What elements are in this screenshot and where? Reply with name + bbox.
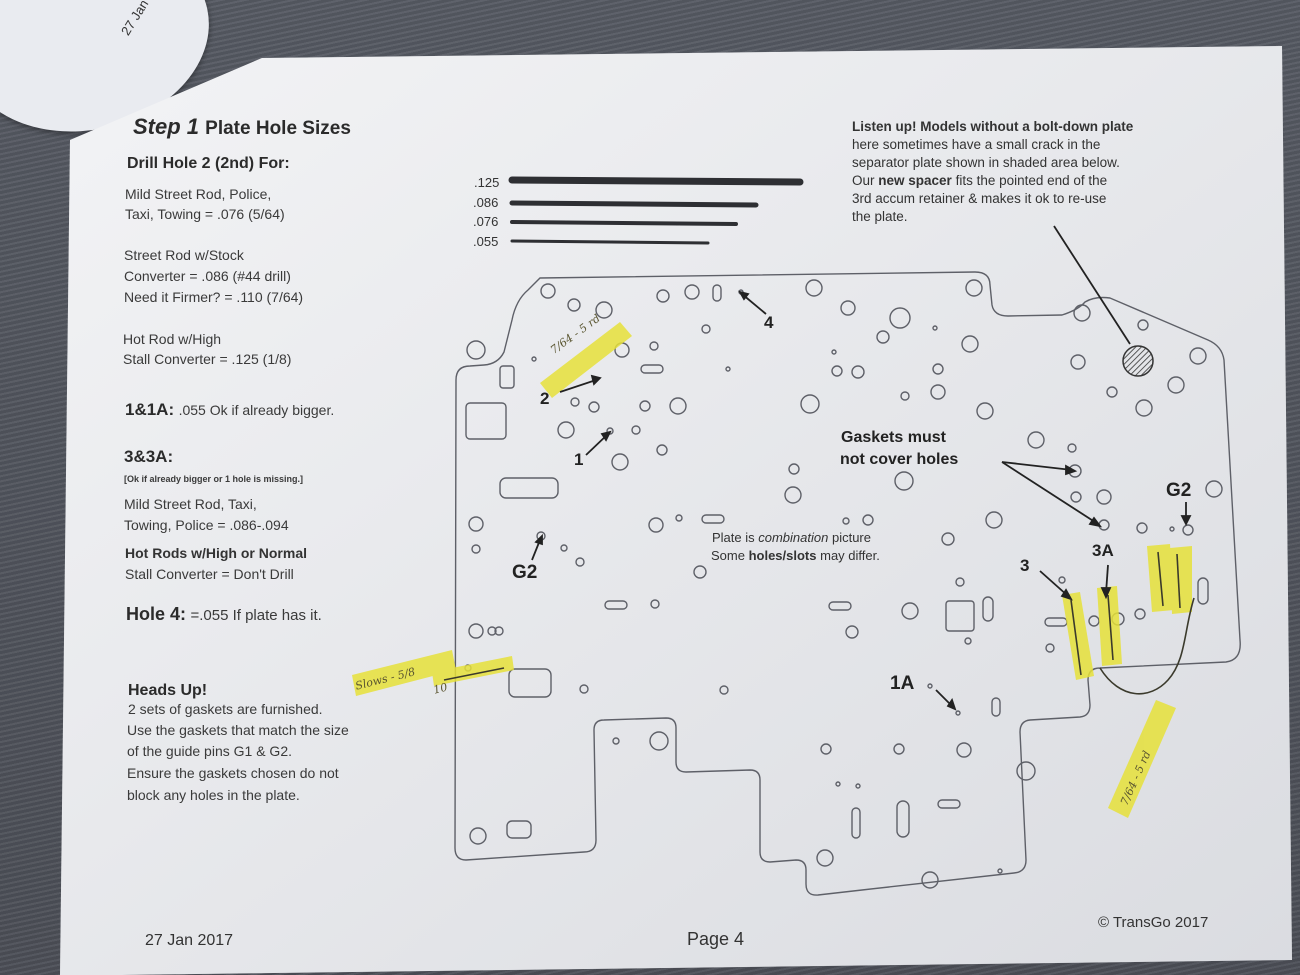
- combination-note-line2: Some holes/slots may differ.: [711, 548, 880, 563]
- hole-3-line1: Mild Street Rod, Taxi,: [124, 496, 257, 512]
- hot-rod-line2: Stall Converter = .125 (1/8): [123, 351, 292, 367]
- hole-4-label: Hole 4:: [126, 604, 187, 624]
- label-hole-2: 2: [540, 389, 550, 408]
- street-rod-line1: Street Rod w/Stock: [124, 247, 244, 263]
- plate-outline: [454, 271, 1241, 896]
- label-hole-1a: 1A: [890, 673, 915, 694]
- street-rod-line2: Converter = .086 (#44 drill): [124, 268, 291, 284]
- drill-rule-055: [510, 239, 710, 245]
- footer-page: Page 4: [687, 929, 745, 949]
- step-title: Plate Hole Sizes: [205, 118, 351, 139]
- hole-3-line3: Hot Rods w/High or Normal: [125, 545, 307, 561]
- mild-street-line1: Mild Street Rod, Police,: [125, 186, 272, 202]
- hole-3-note: [Ok if already bigger or 1 hole is missi…: [124, 474, 304, 484]
- crack-notice: Listen up! Models without a bolt-down pl…: [852, 118, 1212, 226]
- drill-rule-076: [510, 220, 738, 226]
- label-hole-4: 4: [764, 313, 774, 332]
- notice-line3: separator plate shown in shaded area bel…: [852, 155, 1120, 170]
- mild-street-line2: Taxi, Towing = .076 (5/64): [125, 206, 285, 222]
- notice-line6: the plate.: [852, 209, 908, 224]
- drill-rule-label-076: .076: [473, 214, 499, 229]
- drill-rule-086: [509, 200, 759, 208]
- notice-line4: Our new spacer fits the pointed end of t…: [852, 173, 1108, 188]
- heads-up-line3: of the guide pins G1 & G2.: [127, 743, 292, 759]
- heads-up-title: Heads Up!: [128, 682, 208, 699]
- heads-up-line5: block any holes in the plate.: [127, 787, 300, 803]
- drill-hole-heading: Drill Hole 2 (2nd) For:: [127, 155, 290, 172]
- highlight-g2-area-2: [1170, 546, 1192, 614]
- hole-4-spec: Hole 4: =.055 If plate has it.: [126, 604, 322, 625]
- footer-copyright: © TransGo 2017: [1098, 914, 1209, 931]
- hole-3-line4: Stall Converter = Don't Drill: [125, 566, 294, 582]
- label-hole-3: 3: [1020, 556, 1030, 575]
- footer-date: 27 Jan 2017: [145, 932, 234, 949]
- drill-rule-label-055: .055: [473, 234, 499, 249]
- step-number: Step 1: [133, 114, 200, 139]
- hole-3-label: 3&3A:: [124, 447, 174, 466]
- highlight-hole-3a: [1097, 586, 1122, 666]
- heads-up-line4: Ensure the gaskets chosen do not: [127, 765, 339, 781]
- highlight-hole-2: [540, 322, 632, 398]
- highlight-note-left: [352, 650, 456, 696]
- notice-line5: 3rd accum retainer & makes it ok to re-u…: [852, 191, 1107, 206]
- label-hole-3a: 3A: [1092, 541, 1114, 560]
- heads-up-line2: Use the gaskets that match the size: [127, 722, 349, 738]
- step-heading: Step 1 Plate Hole Sizes: [133, 114, 351, 140]
- label-g2-right: G2: [1166, 480, 1192, 501]
- hand-drawn-loop: [1099, 597, 1195, 695]
- hole-3-line2: Towing, Police = .086-.094: [124, 517, 289, 533]
- highlight-hole-3: [1062, 592, 1094, 680]
- notice-line2: here sometimes have a small crack in the: [852, 137, 1101, 152]
- street-rod-line3: Need it Firmer? = .110 (7/64): [124, 289, 304, 305]
- hole-1-label: 1&1A:: [125, 400, 175, 419]
- gasket-warning-line1: Gaskets must: [841, 429, 946, 446]
- hole-1-spec: 1&1A: .055 Ok if already bigger.: [125, 400, 334, 420]
- hot-rod-line1: Hot Rod w/High: [123, 331, 222, 347]
- gasket-warning-line2: not cover holes: [840, 451, 959, 468]
- drill-rule-label-125: .125: [474, 175, 500, 190]
- hole-4-text: =.055 If plate has it.: [190, 607, 322, 624]
- drill-rule-125: [508, 176, 804, 186]
- notice-line1: Listen up! Models without a bolt-down pl…: [852, 119, 1134, 134]
- hole-1-text: .055 Ok if already bigger.: [178, 402, 335, 418]
- label-g2-left: G2: [512, 562, 538, 583]
- label-hole-1: 1: [574, 450, 584, 469]
- notice-lead: Listen up!: [852, 119, 917, 134]
- heads-up-line1: 2 sets of gaskets are furnished.: [128, 701, 323, 717]
- drill-rule-label-086: .086: [473, 195, 499, 210]
- highlight-bottom-right: [1108, 700, 1176, 818]
- combination-note-line1: Plate is combination picture: [712, 530, 871, 545]
- crack-shaded-area: [1122, 345, 1154, 377]
